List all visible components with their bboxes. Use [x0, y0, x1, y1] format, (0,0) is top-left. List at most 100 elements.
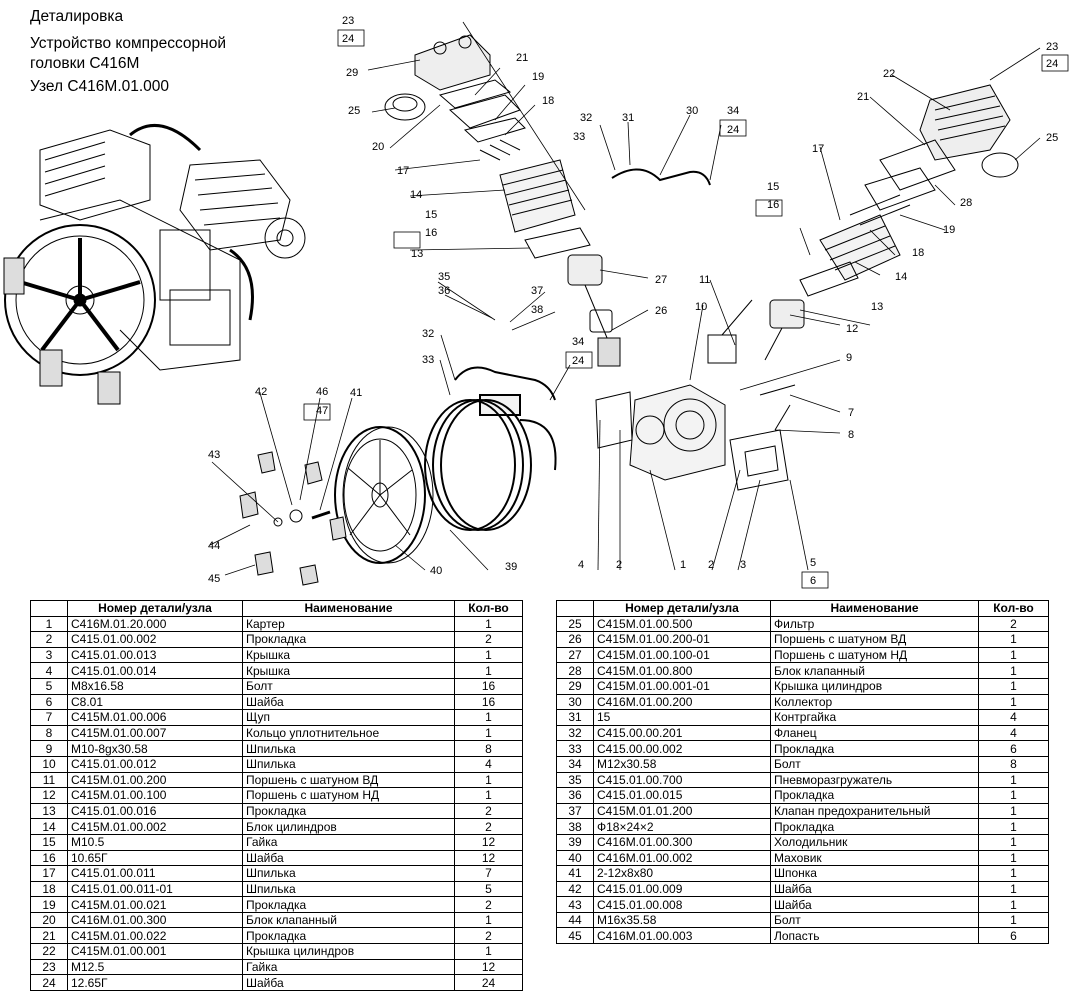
drawing-title: Деталировка: [30, 8, 124, 25]
part-name: Картер: [242, 615, 455, 633]
quantity: 24: [454, 974, 523, 991]
row-index: 29: [556, 677, 594, 695]
quantity: 1: [978, 880, 1049, 898]
row-index: 18: [30, 880, 68, 898]
part-name: Прокладка: [242, 631, 455, 648]
quantity: 7: [454, 865, 523, 882]
part-name: Болт: [770, 911, 979, 929]
quantity: 1: [454, 615, 523, 633]
part-name: Шпилька: [242, 755, 455, 773]
assembly-name-line1: Устройство компрессорной: [30, 35, 227, 52]
quantity: 2: [454, 927, 523, 945]
row-index: 43: [556, 896, 594, 913]
part-name: Гайка: [242, 833, 455, 851]
callout: 13: [871, 301, 883, 313]
callout: 7: [848, 407, 854, 419]
part-name: Шайба: [770, 896, 979, 913]
part-name: Коллектор: [770, 693, 979, 711]
row-index: 39: [556, 833, 594, 851]
crankcase-illustration: [595, 384, 796, 491]
row-index: 17: [30, 865, 68, 882]
row-index: 1: [30, 615, 68, 633]
part-number: 12.65Г: [67, 974, 243, 991]
part-number: С416М.01.00.300: [593, 833, 771, 851]
quantity: 1: [978, 631, 1049, 648]
part-number: С416М.01.00.200: [593, 693, 771, 711]
part-number: 10.65Г: [67, 849, 243, 867]
callout: 34: [572, 336, 584, 348]
part-number: С415М.01.01.200: [593, 802, 771, 820]
column-header-index: [30, 600, 68, 617]
callout: 6: [810, 575, 816, 587]
part-number: С415.01.00.008: [593, 896, 771, 913]
part-name: Лопасть: [770, 927, 979, 945]
callout: 2: [616, 559, 622, 571]
callout: 40: [430, 565, 442, 577]
row-index: 24: [30, 974, 68, 991]
callout: 5: [810, 557, 816, 569]
column-header-part: Номер детали/узла: [67, 600, 243, 617]
row-index: 23: [30, 958, 68, 976]
row-index: 35: [556, 771, 594, 789]
part-name: Крышка цилиндров: [242, 943, 455, 960]
row-index: 3: [30, 646, 68, 664]
callout: 23: [1046, 41, 1058, 53]
part-number: С416М.01.00.002: [593, 849, 771, 867]
quantity: 2: [978, 615, 1049, 633]
row-index: 7: [30, 709, 68, 726]
quantity: 1: [978, 833, 1049, 851]
row-index: 19: [30, 896, 68, 913]
callout: 18: [542, 95, 554, 107]
quantity: 1: [978, 693, 1049, 711]
row-index: 41: [556, 865, 594, 882]
part-number: С415.01.00.014: [67, 662, 243, 679]
part-number: С416М.01.00.300: [67, 911, 243, 929]
part-number: С415.00.00.002: [593, 740, 771, 757]
part-name: Шпилька: [242, 740, 455, 757]
callout: 14: [410, 189, 422, 201]
piston-illustrations: [567, 254, 805, 367]
callout: 26: [655, 305, 667, 317]
callout-numbers: 23 24 29 21 19 25 20 18 17 14 15 16 13 3…: [208, 15, 1058, 587]
row-index: 6: [30, 693, 68, 711]
row-index: 13: [30, 802, 68, 820]
callout: 38: [531, 304, 543, 316]
quantity: 1: [978, 646, 1049, 664]
part-number: С416М.01.00.003: [593, 927, 771, 945]
part-number: С415М.01.00.800: [593, 662, 771, 679]
callout: 32: [580, 112, 592, 124]
quantity: 1: [454, 911, 523, 929]
callout: 17: [812, 143, 824, 155]
quantity: 16: [454, 693, 523, 711]
callout: 44: [208, 540, 220, 552]
callout: 8: [848, 429, 854, 441]
row-index: 15: [30, 833, 68, 851]
callout: 24: [342, 33, 354, 45]
part-number: С415М.01.00.007: [67, 724, 243, 742]
callout: 17: [397, 165, 409, 177]
part-name: Шайба: [242, 974, 455, 991]
row-index: 9: [30, 740, 68, 757]
part-name: Фланец: [770, 724, 979, 742]
part-number: 15: [593, 709, 771, 726]
row-index: 22: [30, 943, 68, 960]
part-name: Поршень с шатуном ВД: [242, 771, 455, 789]
part-number: М12х30.58: [593, 755, 771, 773]
